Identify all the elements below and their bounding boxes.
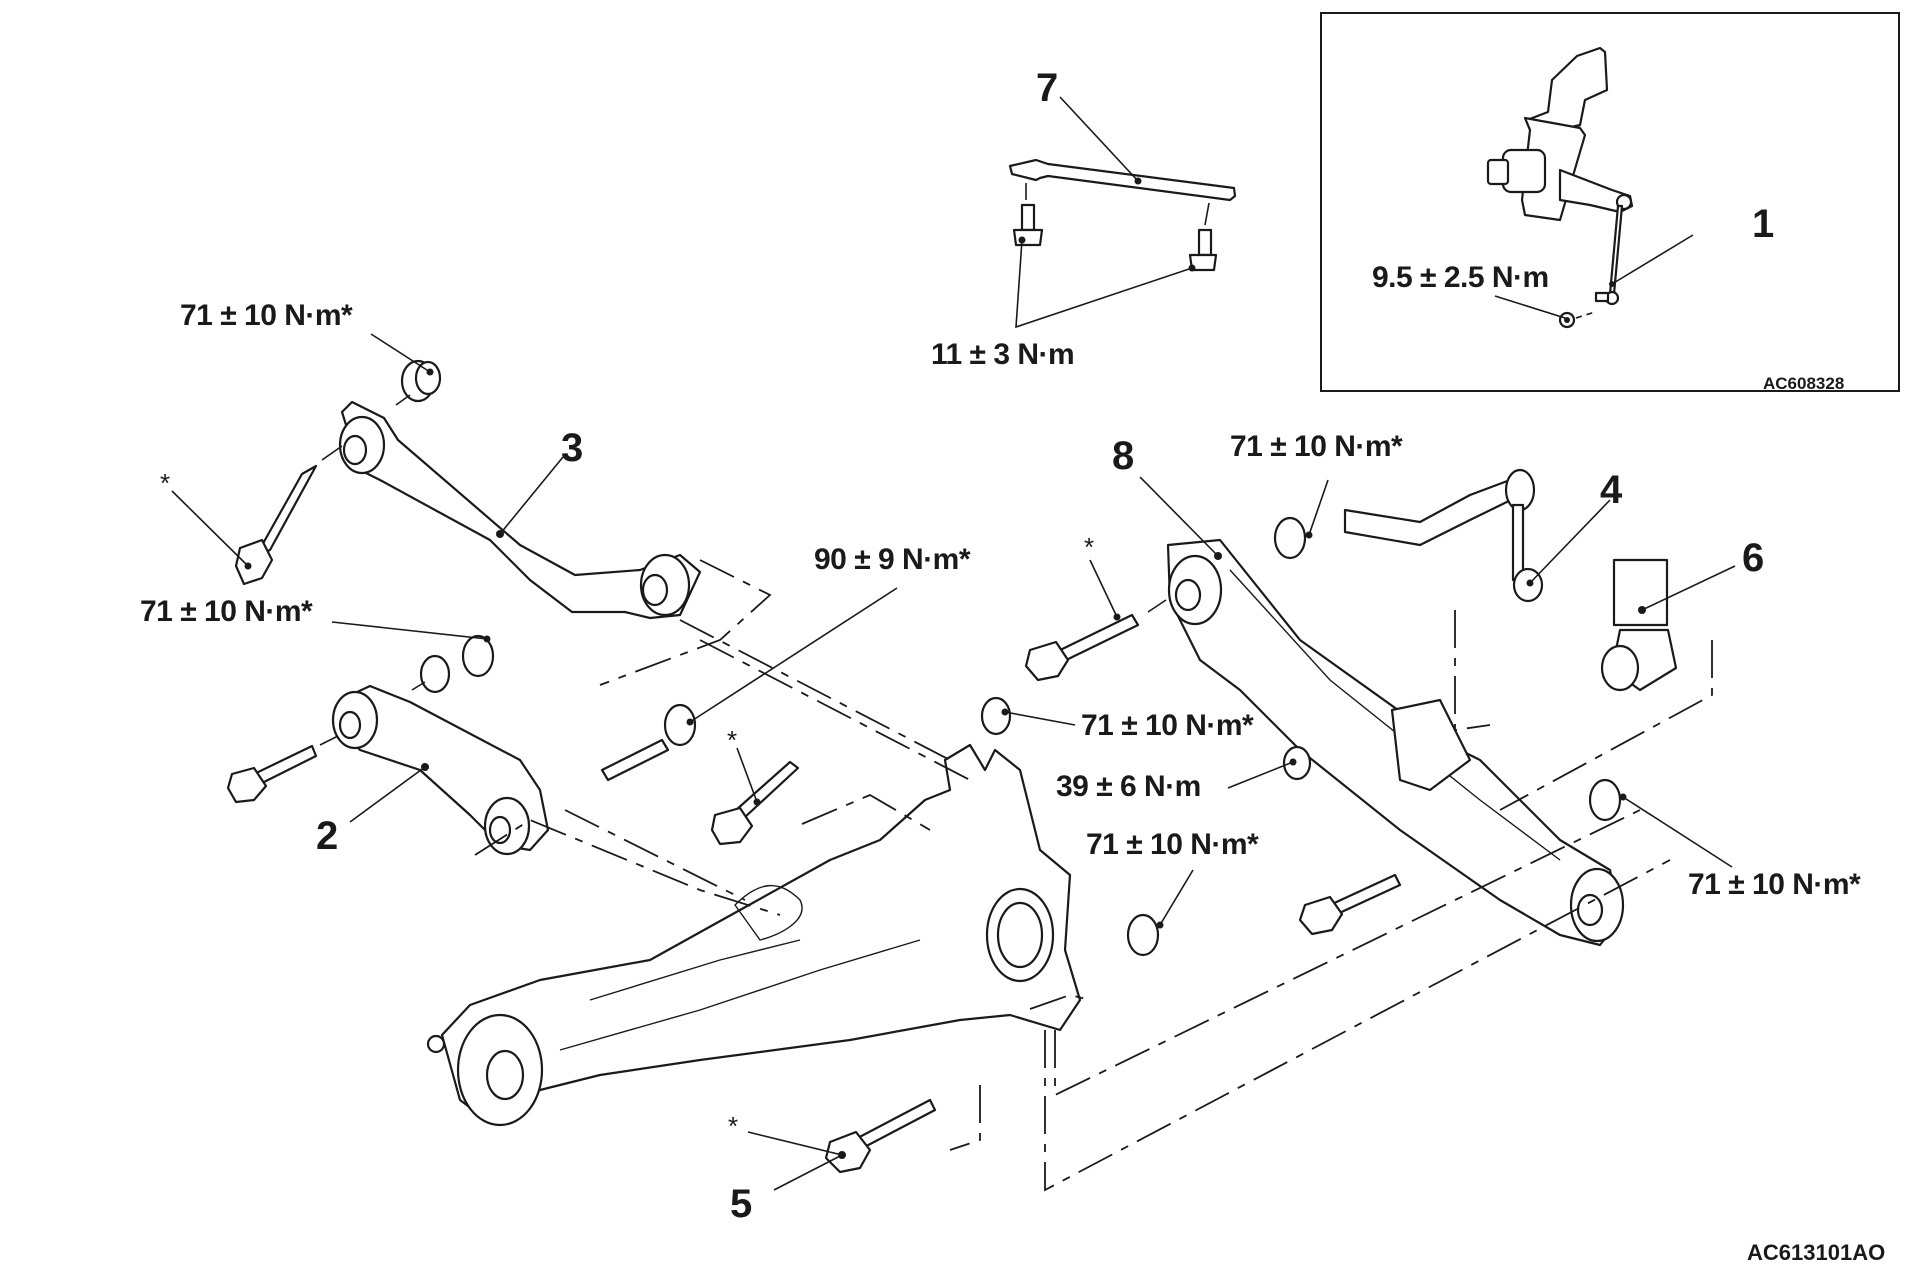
asterisk-bolt-5: * bbox=[728, 1111, 739, 1141]
torque-label-upper-arm-nut: 71 ± 10 N·m* bbox=[180, 299, 353, 332]
callout-2: 2 bbox=[316, 814, 339, 858]
torque-label-shock-lower-nut: 71 ± 10 N·m* bbox=[1688, 868, 1861, 901]
callout-6: 6 bbox=[1742, 536, 1765, 580]
lower-arm-2-drawing bbox=[226, 621, 550, 856]
stabilizer-link-4-drawing bbox=[1273, 468, 1611, 603]
assembly-guide-lines bbox=[474, 559, 1713, 1192]
callout-4: 4 bbox=[1600, 468, 1623, 512]
knuckle-bolts-drawing bbox=[600, 587, 898, 846]
callout-3: 3 bbox=[561, 426, 584, 470]
callout-5: 5 bbox=[730, 1182, 753, 1226]
callout-7: 7 bbox=[1036, 66, 1059, 110]
knuckle-carrier-drawing bbox=[426, 743, 1082, 1127]
torque-label-knuckle-nut-upper: 71 ± 10 N·m* bbox=[1081, 709, 1254, 742]
torque-label-knuckle-nut-lower: 71 ± 10 N·m* bbox=[1086, 828, 1259, 861]
figure-code: AC613101AO bbox=[1747, 1240, 1886, 1265]
bracket-7-drawing bbox=[1008, 96, 1237, 329]
inset-figure-code: AC608328 bbox=[1763, 374, 1845, 393]
torque-label-lower-arm-nut: 71 ± 10 N·m* bbox=[140, 595, 313, 628]
asterisk-trailing-arm-bolt: * bbox=[1084, 532, 1095, 562]
torque-label-sensor-nut: 9.5 ± 2.5 N·m bbox=[1372, 261, 1549, 294]
trailing-arm-8-drawing bbox=[1024, 476, 1625, 947]
height-sensor-assembly bbox=[1486, 46, 1694, 329]
upper-arm-3-drawing bbox=[171, 333, 702, 620]
torque-label-knuckle-bolt: 90 ± 9 N·m* bbox=[814, 543, 971, 576]
shock-absorber-6-drawing bbox=[1588, 558, 1736, 868]
height-sensor-inset-frame bbox=[1320, 12, 1900, 392]
callout-1: 1 bbox=[1752, 202, 1775, 246]
bolt-5-drawing bbox=[747, 1098, 937, 1191]
asterisk-knuckle-bolt: * bbox=[727, 725, 738, 755]
asterisk-upper-arm-bolt: * bbox=[160, 468, 171, 498]
callout-8: 8 bbox=[1112, 434, 1135, 478]
torque-label-bracket-bolts: 11 ± 3 N·m bbox=[931, 338, 1075, 371]
torque-label-trailing-arm-nut: 71 ± 10 N·m* bbox=[1230, 430, 1403, 463]
center-nuts-drawing bbox=[980, 696, 1312, 957]
torque-label-stabilizer-nut: 39 ± 6 N·m bbox=[1056, 770, 1201, 803]
